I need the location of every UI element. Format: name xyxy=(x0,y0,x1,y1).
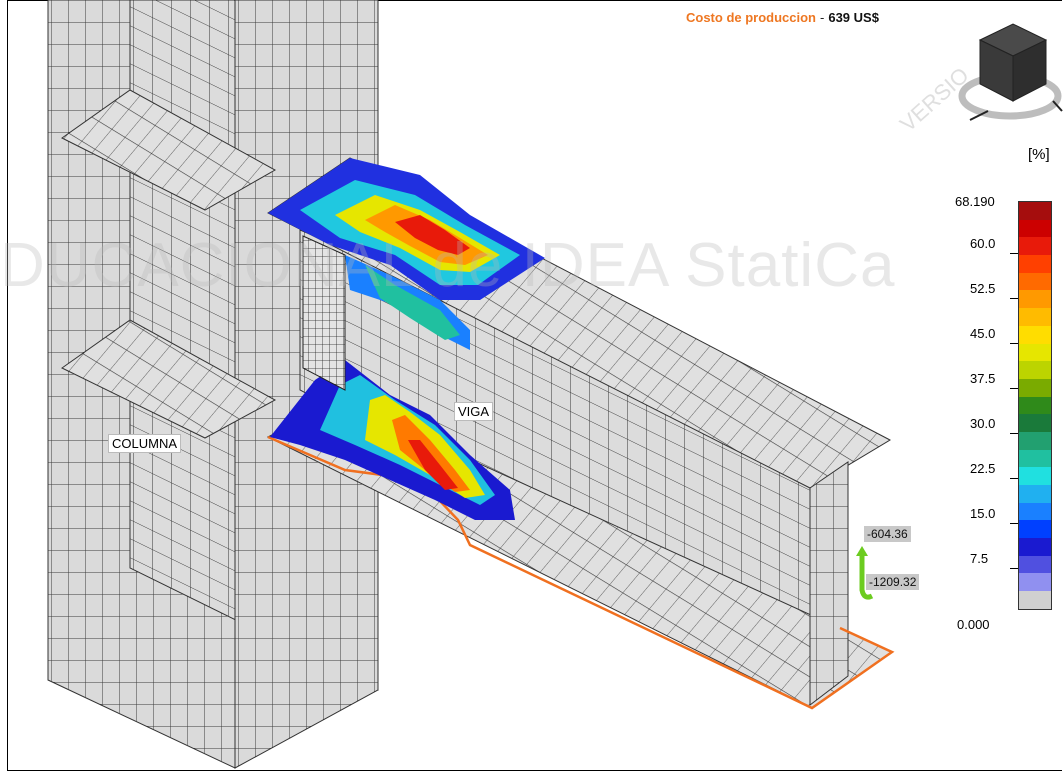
legend-tick-mark xyxy=(1010,388,1018,389)
legend-tick-mark xyxy=(1010,343,1018,344)
cost-label: Costo de produccion xyxy=(686,10,816,25)
legend-tick-label: 7.5 xyxy=(970,551,989,566)
legend-band xyxy=(1019,255,1051,273)
load-value-bottom: -1209.32 xyxy=(866,574,920,590)
legend-tick-label: 52.5 xyxy=(970,281,996,296)
legend-band xyxy=(1019,378,1051,397)
legend-band xyxy=(1019,237,1051,256)
legend-band xyxy=(1019,591,1051,609)
legend-max: 68.190 xyxy=(955,194,995,209)
legend-band xyxy=(1019,449,1051,468)
stress-contour xyxy=(268,158,545,520)
cost-value: 639 US$ xyxy=(828,10,879,25)
legend-tick-label: 60.0 xyxy=(970,236,996,251)
legend-band xyxy=(1019,219,1051,238)
legend-unit: [%] xyxy=(1028,146,1050,163)
view-cube-icon[interactable] xyxy=(958,16,1063,126)
legend-band xyxy=(1019,555,1051,574)
legend-band xyxy=(1019,502,1051,521)
legend-tick-label: 15.0 xyxy=(970,506,996,521)
legend-band xyxy=(1019,308,1051,326)
legend-band xyxy=(1019,290,1051,309)
legend-band xyxy=(1019,467,1051,485)
legend-tick-mark xyxy=(1010,253,1018,254)
legend-tick-label: 45.0 xyxy=(970,326,996,341)
legend-tick-mark xyxy=(1010,433,1018,434)
legend-tick-label: 30.0 xyxy=(970,416,996,431)
legend-band xyxy=(1019,396,1051,415)
legend-tick-mark xyxy=(1010,523,1018,524)
watermark-text: DUCACIONAL de IDEA StatiCa xyxy=(0,231,896,300)
legend-band xyxy=(1019,538,1051,556)
legend-band xyxy=(1019,343,1051,362)
viewport-frame xyxy=(7,0,1062,771)
production-cost: Costo de produccion-639 US$ xyxy=(686,10,879,25)
legend-band xyxy=(1019,485,1051,503)
column-label[interactable]: COLUMNA xyxy=(108,434,182,453)
beam-label[interactable]: VIGA xyxy=(454,402,494,421)
legend-band xyxy=(1019,202,1051,220)
load-moment-icon xyxy=(856,546,874,600)
legend-min: 0.000 xyxy=(957,617,990,632)
legend-tick-label: 22.5 xyxy=(970,461,996,476)
legend-band xyxy=(1019,431,1051,450)
load-value-top: -604.36 xyxy=(864,526,911,542)
legend-band xyxy=(1019,520,1051,539)
end-plate[interactable] xyxy=(302,235,346,391)
color-legend xyxy=(1018,201,1052,610)
legend-tick-mark xyxy=(1010,298,1018,299)
legend-band xyxy=(1019,325,1051,344)
legend-band xyxy=(1019,361,1051,379)
legend-band xyxy=(1019,272,1051,291)
legend-band xyxy=(1019,573,1051,592)
legend-tick-label: 37.5 xyxy=(970,371,996,386)
legend-tick-mark xyxy=(1010,568,1018,569)
cost-separator: - xyxy=(820,10,825,25)
legend-tick-mark xyxy=(1010,478,1018,479)
legend-band xyxy=(1019,414,1051,432)
